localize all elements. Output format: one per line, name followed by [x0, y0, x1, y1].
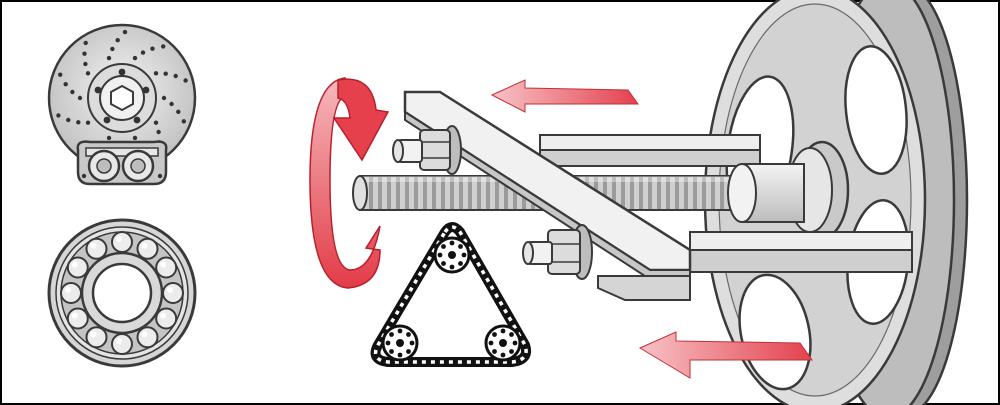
diagonal-bracket — [403, 90, 692, 301]
rotation-arrow-icon — [309, 77, 390, 289]
bolt-upper — [392, 125, 462, 175]
disc-brake-icon — [47, 23, 197, 186]
arrow-left-upper-icon — [490, 79, 639, 113]
guide-rails — [539, 134, 913, 273]
chain-sprockets — [381, 236, 522, 362]
chain-drive-icon — [370, 222, 532, 367]
bearing-balls — [60, 231, 184, 355]
ball-bearing-icon — [47, 218, 197, 368]
pulley-wheel-icon — [703, 0, 969, 405]
arrow-left-lower-icon — [638, 331, 813, 379]
bolt-lower — [522, 224, 593, 280]
